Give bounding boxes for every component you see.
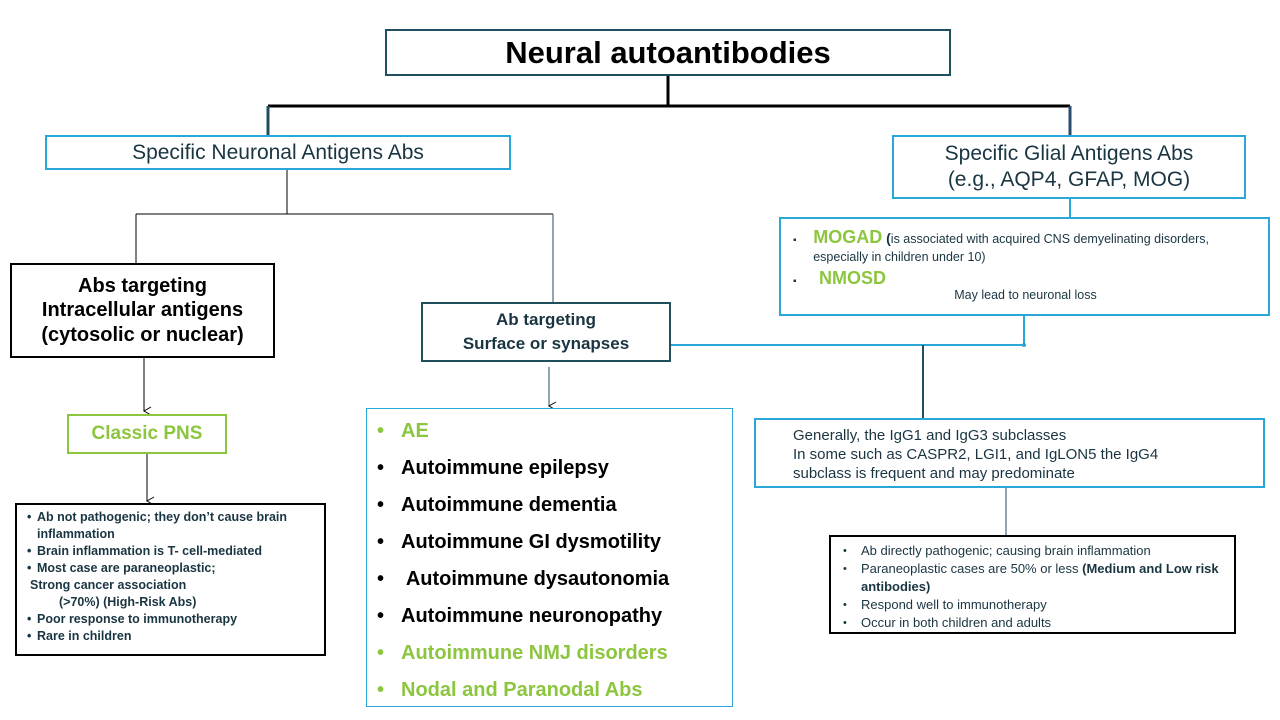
- bullet-icon: •: [377, 420, 385, 442]
- square-bullet-icon: ▪: [793, 276, 797, 287]
- bullet-icon: •: [843, 617, 847, 629]
- list-item: •Autoimmune epilepsy: [377, 450, 732, 487]
- nmosd-label: NMOSD: [819, 268, 886, 288]
- neuronal-antigens-label: Specific Neuronal Antigens Abs: [132, 140, 424, 164]
- surface-line: Surface or synapses: [462, 334, 630, 353]
- bullet-icon: •: [377, 531, 385, 553]
- surface-antigens-box: Ab targeting Surface or synapses: [421, 302, 671, 362]
- mogad-note: is associated with acquired CNS demyelin…: [813, 232, 1210, 264]
- classic-pns-box: Classic PNS: [67, 414, 227, 454]
- bullet-icon: •: [843, 599, 847, 611]
- list-item: •Nodal and Paranodal Abs: [377, 672, 732, 709]
- title-box: Neural autoantibodies: [385, 29, 951, 76]
- igg-line: subclass is frequent and may predominate: [793, 465, 1075, 482]
- list-item: • Autoimmune dysautonomia: [377, 561, 732, 598]
- igg-line: In some such as CASPR2, LGI1, and IgLON5…: [793, 446, 1159, 463]
- list-item: •Ab directly pathogenic; causing brain i…: [843, 543, 1151, 558]
- square-bullet-icon: ▪: [793, 235, 797, 246]
- surface-line: Ab targeting: [495, 310, 597, 330]
- list-item: •AE: [377, 413, 732, 450]
- list-item: • Brain inflammation is T- cell-mediated: [27, 544, 263, 558]
- surface-features-box: •Ab directly pathogenic; causing brain i…: [829, 535, 1236, 634]
- list-item: •Paraneoplastic cases are 50% or less (M…: [843, 561, 1219, 594]
- bullet-icon: •: [377, 679, 385, 701]
- intracellular-line: (cytosolic or nuclear): [41, 323, 244, 346]
- nmosd-item: ▪ NMOSD: [793, 268, 1258, 289]
- mogad-item: ▪ MOGAD (is associated with acquired CNS…: [793, 227, 1210, 264]
- glial-antigens-examples: (e.g., AQP4, GFAP, MOG): [947, 168, 1191, 191]
- intracellular-line: Abs targeting: [78, 274, 207, 297]
- bullet-icon: •: [843, 563, 847, 575]
- bullet-icon: •: [377, 568, 385, 590]
- diagram-title: Neural autoantibodies: [505, 34, 831, 70]
- intracellular-features-box: •Ab not pathogenic; they don’t cause bra…: [15, 503, 326, 656]
- list-item: •Autoimmune neuronopathy: [377, 598, 732, 635]
- neuronal-loss-note: May lead to neuronal loss: [954, 288, 1097, 302]
- list-item: •Respond well to immunotherapy: [843, 597, 1047, 612]
- mogad-label: MOGAD: [813, 227, 883, 247]
- title-branch-connector: [266, 76, 1072, 135]
- surface-to-glial-connector: [671, 316, 1026, 418]
- list-item: •Poor response to immunotherapy: [27, 612, 238, 626]
- bullet-icon: •: [27, 629, 32, 643]
- glial-antigens-label: Specific Glial Antigens Abs: [944, 141, 1194, 165]
- bullet-icon: •: [27, 612, 32, 626]
- list-item: •Autoimmune GI dysmotility: [377, 524, 732, 561]
- igg-line: Generally, the IgG1 and IgG3 subclasses: [793, 427, 1067, 444]
- bullet-icon: •: [377, 605, 385, 627]
- glial-disorders-box: ▪ MOGAD (is associated with acquired CNS…: [779, 217, 1270, 316]
- igg-subclass-box: Generally, the IgG1 and IgG3 subclasses …: [754, 418, 1265, 488]
- classic-pns-label: Classic PNS: [91, 423, 203, 444]
- bullet-icon: •: [377, 494, 385, 516]
- intracellular-line: Intracellular antigens: [41, 299, 244, 322]
- bullet-icon: •: [377, 642, 385, 664]
- bullet-icon: •: [27, 544, 32, 558]
- bullet-icon: •: [27, 510, 32, 524]
- risk-note: (Medium and Low risk antibodies): [861, 561, 1219, 594]
- list-item: •Rare in children: [27, 629, 132, 643]
- list-item: •Occur in both children and adults: [843, 615, 1052, 630]
- intracellular-antigens-box: Abs targeting Intracellular antigens (cy…: [10, 263, 275, 358]
- bullet-icon: •: [843, 545, 847, 557]
- bullet-icon: •: [27, 561, 32, 575]
- surface-features-list: •Ab directly pathogenic; causing brain i…: [841, 542, 1228, 632]
- list-item-continuation: (>70%) (High-Risk Abs): [59, 595, 197, 609]
- list-item: •Autoimmune dementia: [377, 487, 732, 524]
- intracellular-features-list: •Ab not pathogenic; they don’t cause bra…: [25, 509, 318, 645]
- list-item-continuation: Strong cancer association: [30, 578, 187, 592]
- bullet-icon: •: [377, 457, 385, 479]
- glial-antigens-box: Specific Glial Antigens Abs (e.g., AQP4,…: [892, 135, 1246, 199]
- list-item: •Ab not pathogenic; they don’t cause bra…: [27, 510, 288, 541]
- list-item: •Autoimmune NMJ disorders: [377, 635, 732, 672]
- neuronal-antigens-box: Specific Neuronal Antigens Abs: [45, 135, 511, 170]
- list-item: •Most case are paraneoplastic;: [27, 561, 216, 575]
- surface-disorders-box: •AE •Autoimmune epilepsy •Autoimmune dem…: [366, 408, 733, 707]
